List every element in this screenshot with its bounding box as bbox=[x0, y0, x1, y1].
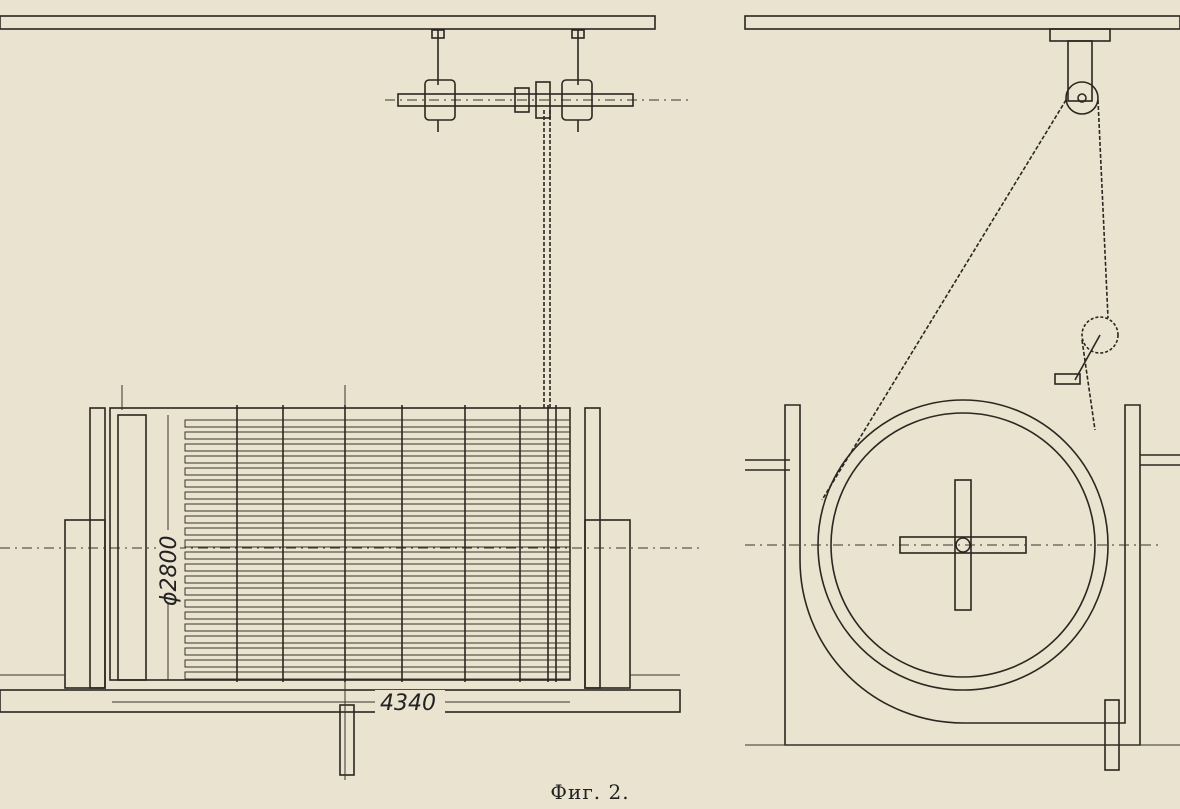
drum-end-view bbox=[817, 399, 1109, 691]
diameter-label: ϕ2800 bbox=[157, 535, 182, 606]
drive-shaft-assembly bbox=[385, 29, 690, 132]
drum-slat bbox=[184, 491, 571, 500]
chain bbox=[543, 110, 551, 410]
drum-slat bbox=[184, 419, 571, 428]
drum-slat bbox=[184, 527, 571, 536]
dimension-diameter: ϕ2800 bbox=[156, 415, 182, 680]
drum-slat bbox=[184, 467, 571, 476]
figure-caption: Фиг. 2. bbox=[550, 780, 630, 804]
drum-slat bbox=[184, 671, 571, 680]
tank-walls bbox=[0, 385, 700, 780]
drum-slat bbox=[184, 515, 571, 524]
ceiling-beam bbox=[0, 15, 656, 30]
drum-slat bbox=[184, 563, 571, 572]
side-elevation-view: ϕ2800 4340 bbox=[0, 15, 700, 780]
end-elevation-view bbox=[744, 15, 1180, 771]
drum-slat bbox=[184, 647, 571, 656]
drum-slat bbox=[184, 443, 571, 452]
drum-slat bbox=[184, 455, 571, 464]
drum-side-view bbox=[109, 405, 571, 682]
drum-slat bbox=[184, 575, 571, 584]
drum-slat bbox=[184, 611, 571, 620]
drum-slat bbox=[184, 503, 571, 512]
dimension-length: 4340 bbox=[112, 690, 570, 716]
drum-slat bbox=[184, 635, 571, 644]
drain-pipe bbox=[339, 704, 355, 776]
chain bbox=[821, 99, 1109, 501]
drum-slat bbox=[184, 599, 571, 608]
upper-sprocket bbox=[1065, 81, 1099, 115]
drum-slat bbox=[184, 659, 571, 668]
drum-slat bbox=[184, 479, 571, 488]
drum-slat bbox=[184, 539, 571, 548]
drum-slat bbox=[184, 587, 571, 596]
lower-sprocket bbox=[1081, 316, 1119, 354]
drum-slat bbox=[184, 431, 571, 440]
tank bbox=[745, 404, 1180, 771]
drum-slat bbox=[184, 623, 571, 632]
ceiling-beam bbox=[744, 15, 1180, 30]
length-label: 4340 bbox=[380, 691, 436, 716]
drum-slat bbox=[184, 551, 571, 560]
drain-pipe bbox=[1104, 699, 1120, 771]
